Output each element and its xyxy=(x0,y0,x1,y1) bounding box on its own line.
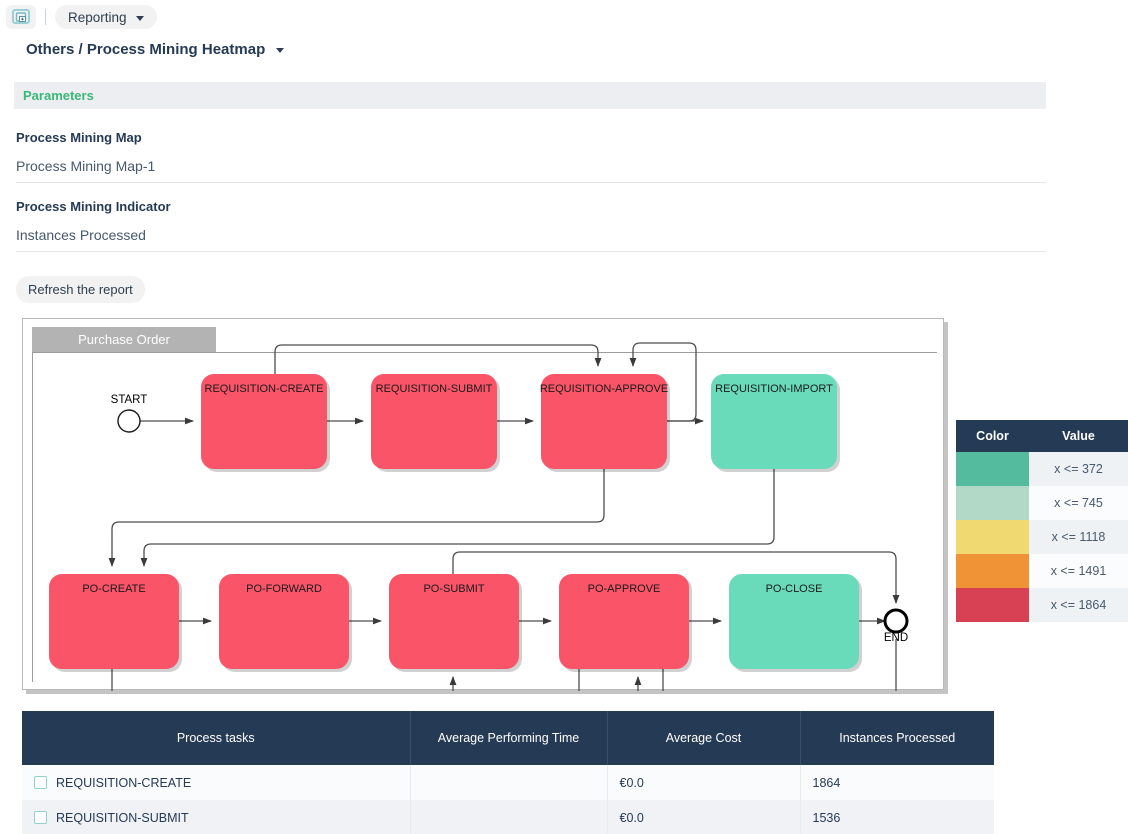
diagram-edge-stubs xyxy=(111,639,897,691)
diagram-canvas: Purchase Order xyxy=(22,318,944,691)
column-header-instances-processed[interactable]: Instances Processed xyxy=(800,711,994,765)
column-header-avg-performing-time[interactable]: Average Performing Time xyxy=(410,711,608,765)
parameter-process-mining-map: Process Mining Map Process Mining Map-1 xyxy=(16,130,1046,183)
cell-instances-processed: 1536 xyxy=(812,810,841,825)
chevron-down-icon xyxy=(276,48,285,53)
parameters-title: Parameters xyxy=(23,88,94,103)
legend-value: x <= 1118 xyxy=(1029,520,1128,554)
task-node-po-forward[interactable]: PO-FORWARD xyxy=(219,574,352,672)
task-name-label: REQUISITION-SUBMIT xyxy=(56,810,189,825)
task-node-requisition-create[interactable]: REQUISITION-CREATE xyxy=(201,374,330,472)
task-node-label: REQUISITION-CREATE xyxy=(205,383,324,395)
end-label: END xyxy=(884,632,908,644)
parameter-label: Process Mining Map xyxy=(16,130,142,145)
process-diagram[interactable]: Purchase Order xyxy=(22,318,1014,700)
refresh-report-button[interactable]: Refresh the report xyxy=(16,276,145,303)
start-label: START xyxy=(111,394,148,406)
parameter-label: Process Mining Indicator xyxy=(16,199,171,214)
cell-process-task: REQUISITION-CREATE xyxy=(22,765,411,800)
cell-process-task: REQUISITION-SUBMIT xyxy=(22,800,411,834)
end-node: END xyxy=(883,608,909,644)
legend-value: x <= 1864 xyxy=(1029,588,1128,622)
task-node-label: PO-CREATE xyxy=(82,583,145,595)
legend-color-swatch xyxy=(956,588,1029,622)
reporting-menu-button[interactable]: Reporting xyxy=(55,5,157,29)
task-node-requisition-submit[interactable]: REQUISITION-SUBMIT xyxy=(371,374,500,472)
legend-color-swatch xyxy=(956,452,1029,486)
task-node-requisition-approve[interactable]: REQUISITION-APPROVE xyxy=(540,374,670,472)
edge-req-approve-to-po-create xyxy=(108,469,605,567)
task-node-label: REQUISITION-IMPORT xyxy=(715,383,833,395)
legend-header-row: Color Value xyxy=(956,420,1128,452)
legend-value: x <= 745 xyxy=(1029,486,1128,520)
legend-color-swatch xyxy=(956,486,1029,520)
legend-value: x <= 1491 xyxy=(1029,554,1128,588)
row-checkbox[interactable] xyxy=(34,776,47,789)
cell-instances-processed: 1864 xyxy=(812,775,841,790)
task-node-po-create[interactable]: PO-CREATE xyxy=(49,574,182,672)
edge-req-approve-self-loop xyxy=(629,342,697,422)
reporting-label: Reporting xyxy=(68,9,127,25)
legend-row: x <= 1864 xyxy=(956,588,1128,622)
parameter-process-mining-indicator: Process Mining Indicator Instances Proce… xyxy=(16,199,1046,252)
cell-avg-performing-time xyxy=(410,765,608,800)
column-header-process-tasks[interactable]: Process tasks xyxy=(22,711,411,765)
swimlane-header: Purchase Order xyxy=(32,327,216,352)
column-header-avg-cost[interactable]: Average Cost xyxy=(607,711,801,765)
task-node-label: PO-FORWARD xyxy=(246,583,322,595)
breadcrumb[interactable]: Others / Process Mining Heatmap xyxy=(26,41,285,58)
edge-po-submit-to-end xyxy=(452,551,900,604)
diagram-edges xyxy=(108,342,900,691)
task-node-po-close[interactable]: PO-CLOSE xyxy=(729,574,862,672)
cell-avg-cost: €0.0 xyxy=(607,800,801,834)
task-node-label: REQUISITION-APPROVE xyxy=(540,383,668,395)
row-checkbox[interactable] xyxy=(34,811,47,824)
chevron-down-icon xyxy=(135,15,144,21)
toolbar-divider xyxy=(45,9,46,25)
task-node-label: REQUISITION-SUBMIT xyxy=(376,383,493,395)
task-node-label: PO-SUBMIT xyxy=(423,583,484,595)
legend-color-swatch xyxy=(956,520,1029,554)
table-scroll-gutter xyxy=(994,711,1003,834)
parameters-section-header: Parameters xyxy=(14,82,1046,109)
page-title: Others / Process Mining Heatmap xyxy=(26,41,266,58)
task-node-label: PO-CLOSE xyxy=(766,583,823,595)
top-toolbar: Reporting xyxy=(0,0,1128,34)
legend-header-value: Value xyxy=(1029,420,1128,452)
cell-avg-performing-time xyxy=(410,800,608,834)
legend-row: x <= 1118 xyxy=(956,520,1128,554)
task-node-label: PO-APPROVE xyxy=(588,583,661,595)
legend-row: x <= 1491 xyxy=(956,554,1128,588)
legend-row: x <= 745 xyxy=(956,486,1128,520)
swimlane-body xyxy=(32,352,937,682)
edge-req-create-to-req-approve xyxy=(274,344,602,374)
legend-value: x <= 372 xyxy=(1029,452,1128,486)
diagram-nodes[interactable]: REQUISITION-CREATE REQUISITION-SUBMIT REQU… xyxy=(49,374,862,672)
table-header-row: Process tasks Average Performing Time Av… xyxy=(22,711,994,765)
report-app-icon[interactable] xyxy=(6,5,36,29)
legend-color-swatch xyxy=(956,554,1029,588)
edge-req-import-to-po-create xyxy=(140,469,775,567)
task-node-requisition-import[interactable]: REQUISITION-IMPORT xyxy=(711,374,840,472)
start-node: START xyxy=(111,394,148,433)
process-tasks-table: Process tasks Average Performing Time Av… xyxy=(22,711,994,834)
parameter-value[interactable]: Process Mining Map-1 xyxy=(16,145,1046,183)
cell-avg-cost: €0.0 xyxy=(607,765,801,800)
task-name-label: REQUISITION-CREATE xyxy=(56,775,192,790)
legend-row: x <= 372 xyxy=(956,452,1128,486)
legend-header-color: Color xyxy=(956,420,1029,452)
task-node-po-submit[interactable]: PO-SUBMIT xyxy=(389,574,522,672)
parameter-value[interactable]: Instances Processed xyxy=(16,214,1046,252)
task-node-po-approve[interactable]: PO-APPROVE xyxy=(559,574,692,672)
table-row[interactable]: REQUISITION-CREATE €0.0 1864 xyxy=(22,765,994,800)
table-row[interactable]: REQUISITION-SUBMIT €0.0 1536 xyxy=(22,800,994,834)
